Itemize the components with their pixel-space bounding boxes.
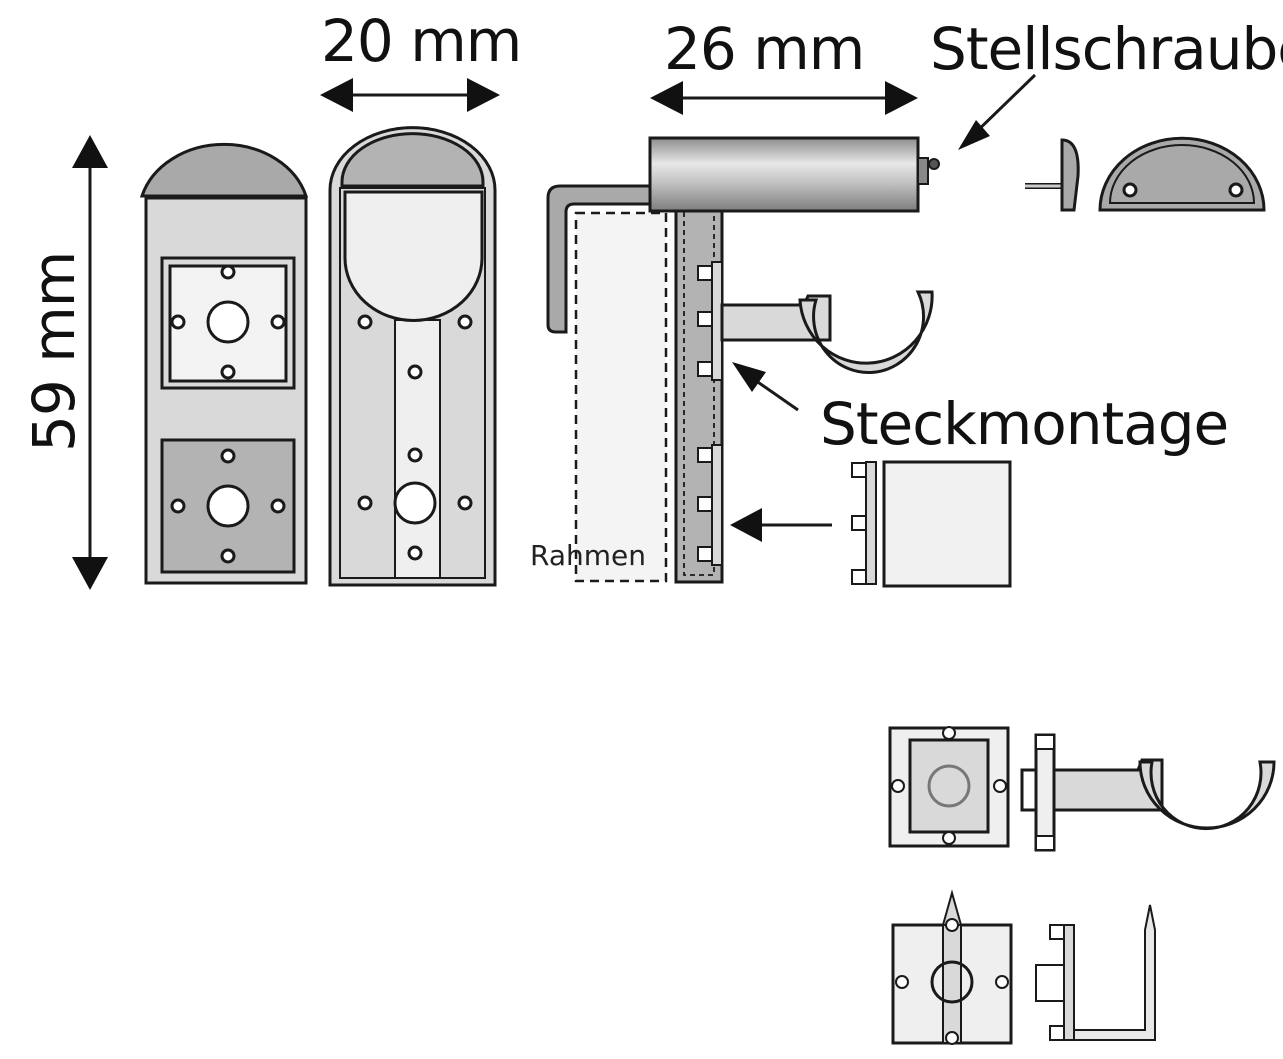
nail-clip	[1035, 904, 1156, 1041]
ring-holder	[1020, 733, 1276, 852]
set-screw-pointer	[958, 73, 1037, 150]
width-front-label: 20 mm	[321, 7, 522, 75]
plug-mount-arrow-upper	[732, 362, 799, 412]
bracket-front-view	[139, 143, 309, 585]
height-label: 59 mm	[20, 251, 88, 452]
end-cap-pin	[1025, 138, 1080, 212]
frame-label: Rahmen	[530, 539, 646, 572]
plug-plate	[851, 460, 1012, 588]
half-round-cover	[1098, 136, 1266, 212]
height-dimension-arrow	[72, 135, 108, 590]
spike-plate	[891, 889, 1013, 1045]
width-side-label: 26 mm	[664, 15, 865, 83]
width-side-dimension-arrow	[650, 81, 918, 115]
wall-plate-square	[888, 726, 1010, 848]
bracket-side-view	[546, 136, 940, 584]
set-screw-label: Stellschraube	[930, 15, 1283, 83]
width-front-dimension-arrow	[320, 78, 500, 112]
plug-mount-arrow-lower	[730, 508, 832, 542]
plug-mount-label: Steckmontage	[820, 390, 1229, 458]
bracket-rear-view	[328, 126, 497, 587]
